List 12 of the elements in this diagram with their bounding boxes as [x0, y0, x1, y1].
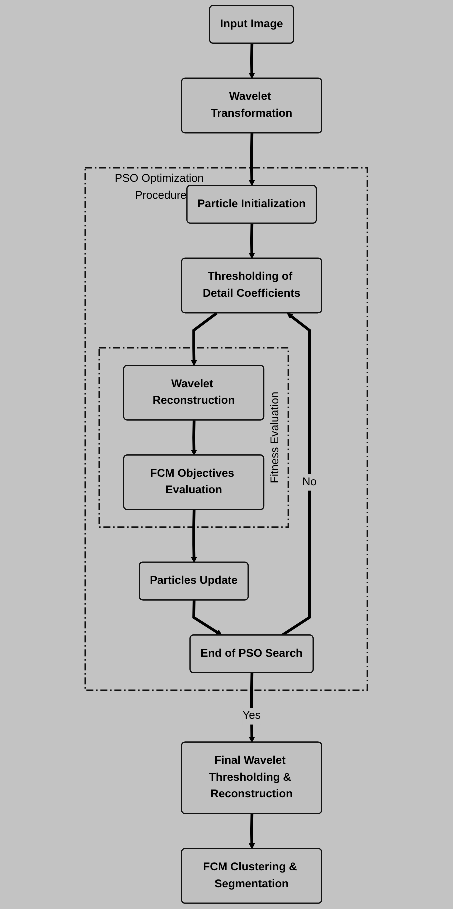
arrow	[249, 44, 256, 80]
arrow	[191, 420, 198, 456]
arrow	[191, 510, 198, 563]
arrow	[192, 600, 222, 636]
edge-label: No	[302, 476, 317, 488]
arrow	[249, 133, 256, 186]
arrow	[249, 673, 256, 743]
edge-label: Yes	[242, 710, 261, 722]
arrow	[281, 313, 312, 637]
arrow	[191, 312, 218, 366]
arrow	[249, 814, 256, 850]
arrow	[249, 224, 256, 260]
